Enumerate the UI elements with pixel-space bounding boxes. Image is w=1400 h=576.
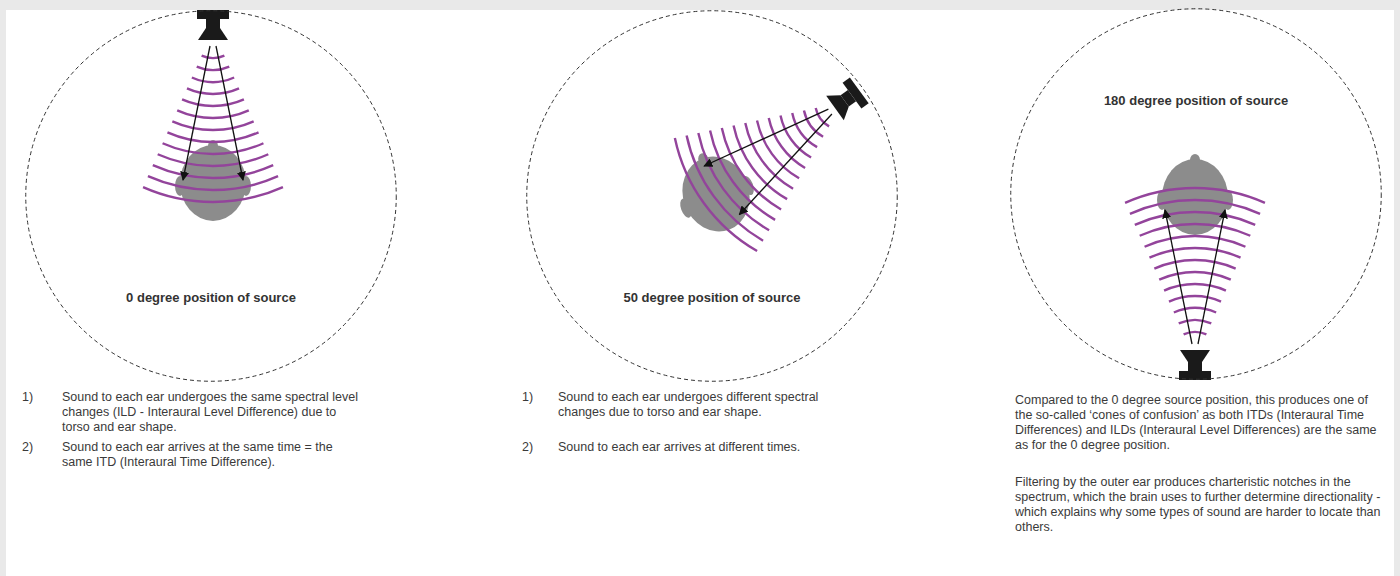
explanation-text: Filtering by the outer ear produces char… bbox=[1015, 475, 1385, 535]
explanation-text: Compared to the 0 degree source position… bbox=[1015, 393, 1385, 453]
list-number: 1) bbox=[22, 390, 52, 405]
position-caption: 180 degree position of source bbox=[1010, 93, 1382, 108]
explanation-text: Sound to each ear undergoes the same spe… bbox=[62, 390, 362, 435]
circle-outline bbox=[25, 10, 397, 382]
sound-source bbox=[663, 34, 901, 260]
position-caption: 50 degree position of source bbox=[526, 290, 898, 305]
list-number: 2) bbox=[522, 440, 552, 455]
list-number: 2) bbox=[22, 440, 52, 455]
dashed-circle bbox=[26, 11, 397, 382]
circle-outline bbox=[526, 10, 898, 382]
position-circle: 50 degree position of source bbox=[526, 10, 898, 382]
explanation-text: Sound to each ear arrives at different t… bbox=[558, 440, 858, 455]
sound-source bbox=[1125, 188, 1265, 380]
explanation-text: Sound to each ear undergoes different sp… bbox=[558, 390, 858, 420]
sound-source bbox=[143, 10, 283, 202]
list-number: 1) bbox=[522, 390, 552, 405]
position-circle: 180 degree position of source bbox=[1010, 8, 1382, 380]
dashed-circle bbox=[527, 11, 898, 382]
dashed-circle bbox=[1011, 9, 1382, 380]
position-caption: 0 degree position of source bbox=[25, 290, 397, 305]
circle-outline bbox=[1010, 8, 1382, 380]
position-circle: 0 degree position of source bbox=[25, 10, 397, 382]
explanation-text: Sound to each ear arrives at the same ti… bbox=[62, 440, 362, 470]
